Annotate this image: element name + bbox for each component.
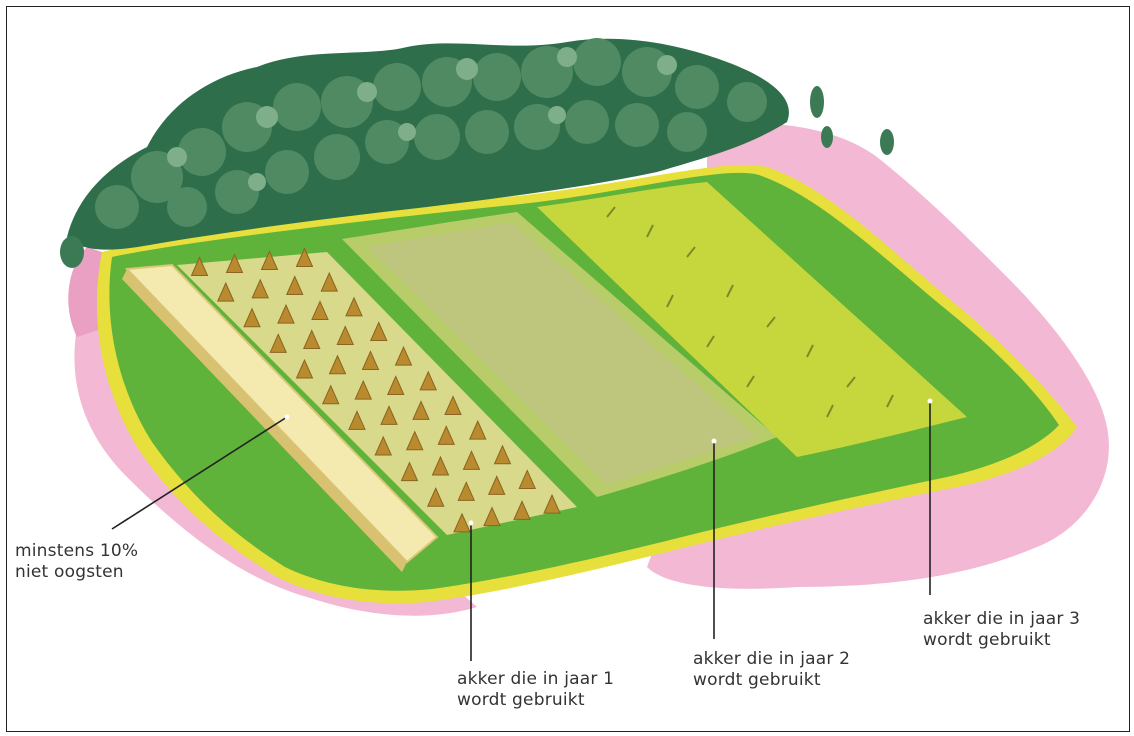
label-field-year-2-line2: wordt gebruikt <box>693 670 850 691</box>
label-field-year-3: akker die in jaar 3 wordt gebruikt <box>923 609 1080 651</box>
label-not-harvested: minstens 10% niet oogsten <box>15 541 138 583</box>
label-field-year-3-line2: wordt gebruikt <box>923 630 1080 651</box>
label-field-year-1: akker die in jaar 1 wordt gebruikt <box>457 669 614 711</box>
label-field-year-1-line2: wordt gebruikt <box>457 690 614 711</box>
label-field-year-1-line1: akker die in jaar 1 <box>457 669 614 690</box>
diagram-frame: minstens 10% niet oogsten akker die in j… <box>6 6 1130 732</box>
label-not-harvested-line2: niet oogsten <box>15 562 138 583</box>
label-field-year-3-line1: akker die in jaar 3 <box>923 609 1080 630</box>
label-not-harvested-line1: minstens 10% <box>15 541 138 562</box>
label-field-year-2: akker die in jaar 2 wordt gebruikt <box>693 649 850 691</box>
label-field-year-2-line1: akker die in jaar 2 <box>693 649 850 670</box>
